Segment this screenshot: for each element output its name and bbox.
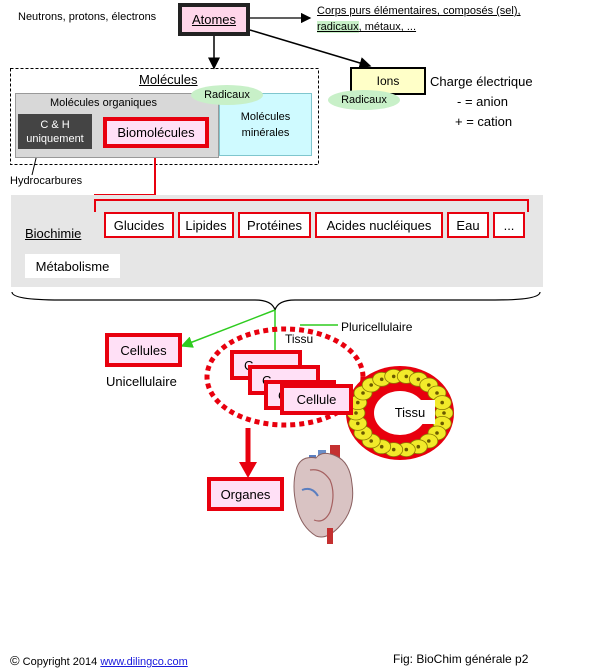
ring-cell-nucleus (356, 400, 360, 405)
cation-label: + = cation (455, 114, 513, 129)
ring-cell-nucleus (427, 383, 431, 387)
corps-purs-line1: Corps purs élémentaires, composés (sel), (317, 5, 521, 17)
neutrons-text: Neutrons, protons, électrons (18, 11, 157, 23)
arrow-atomes-ions (249, 29, 372, 69)
arrow-organes-head (239, 462, 257, 478)
ring-cell-nucleus (404, 374, 409, 379)
biochimie-item-acides-nucleiques: Acides nucléiques (315, 212, 443, 238)
charge-electrique: Charge électrique (430, 74, 533, 89)
eau-label: Eau (456, 217, 480, 233)
curly-brace (11, 291, 541, 313)
pluricellulaire-label: Pluricellulaire (341, 320, 413, 334)
ring-cells (346, 368, 454, 458)
green-arrow-cellules (180, 309, 276, 348)
ring-cell-nucleus (440, 421, 445, 426)
ring-cell-nucleus (391, 447, 396, 452)
ring-cell-nucleus (379, 444, 384, 449)
ring-cell-nucleus (435, 431, 439, 435)
radicaux-highlight: radicaux (317, 21, 359, 33)
ring-cell-nucleus (442, 411, 446, 415)
hydrocarbures-label: Hydrocarbures (10, 175, 83, 187)
radicaux-oval-molecules: Radicaux (191, 85, 263, 105)
ring-cell-nucleus (435, 391, 439, 395)
biochimie-label: Biochimie (25, 226, 82, 241)
site-link[interactable]: www.dilingco.com (100, 656, 188, 668)
tissu-right-box: Tissu (385, 400, 435, 424)
ring-cell-nucleus (369, 383, 374, 387)
copyright-symbol: © (10, 653, 20, 668)
radicaux-label-molecules: Radicaux (204, 89, 250, 101)
ring-cell-nucleus (416, 444, 421, 449)
figure-caption: Fig: BioChim générale p2 (393, 652, 529, 666)
metabolisme-label: Métabolisme (35, 258, 110, 274)
tissu-top-label: Tissu (285, 332, 314, 346)
biochimie-item-lipides: Lipides (178, 212, 234, 238)
corps-line1-text: Corps purs élémentaires, composés (sel), (317, 5, 521, 17)
ch-uniquement-box: C & H uniquement (18, 114, 92, 149)
ring-cell-nucleus (361, 391, 365, 395)
biomolecules-box: Biomolécules (103, 117, 209, 148)
ring-cell-nucleus (369, 439, 374, 443)
ring-cell-nucleus (427, 439, 431, 443)
heart-illustration (293, 445, 354, 544)
cellules-box: Cellules (105, 333, 182, 367)
organes-label: Organes (220, 486, 271, 502)
cellule-box: Cellule (280, 384, 353, 415)
molecules-title: Molécules (139, 72, 198, 87)
metabolisme-box: Métabolisme (25, 254, 120, 278)
ions-label: Ions (376, 74, 400, 88)
ring-cell-nucleus (356, 421, 360, 426)
ch-line2: uniquement (26, 132, 84, 145)
ring-cell-nucleus (361, 431, 365, 435)
ring-cell-nucleus (440, 400, 445, 405)
biochimie-bracket (94, 199, 529, 212)
more-label: ... (503, 217, 515, 233)
ring-cell-nucleus (404, 447, 409, 452)
atomes-box: Atomes (178, 3, 250, 36)
corps-purs-line2: radicaux, métaux, ... (317, 21, 416, 33)
organes-box: Organes (207, 477, 284, 511)
ring-cell-nucleus (416, 377, 421, 382)
biochimie-item-more: ... (493, 212, 525, 238)
atomes-label: Atomes (191, 12, 237, 27)
unicellulaire-label: Unicellulaire (106, 374, 177, 389)
anion-label: - = anion (457, 94, 508, 109)
lipides-label: Lipides (185, 217, 227, 233)
molecules-organiques-label: Molécules organiques (50, 97, 158, 109)
biochimie-item-eau: Eau (447, 212, 489, 238)
proteines-label: Protéines (247, 217, 302, 233)
copyright-text: Copyright 2014 (22, 656, 98, 668)
radicaux-label-ions: Radicaux (341, 94, 387, 106)
biochimie-item-proteines: Protéines (238, 212, 311, 238)
biomolecules-label: Biomolécules (117, 125, 195, 140)
molecules-frame (10, 68, 319, 165)
ring-cell-nucleus (379, 377, 384, 382)
ch-line1: C & H (40, 118, 70, 131)
glucides-label: Glucides (113, 217, 165, 233)
corps-line2-text: , métaux, ... (358, 21, 417, 33)
radicaux-oval-ions: Radicaux (328, 90, 400, 110)
ring-cell-nucleus (391, 374, 396, 379)
tissu-right-label: Tissu (394, 404, 426, 420)
tissue-ellipse (204, 326, 366, 428)
biochimie-item-glucides: Glucides (104, 212, 174, 238)
minerales-line2: minérales (241, 126, 290, 139)
minerales-line1: Molécules (240, 110, 291, 123)
cellule-label: Cellule (296, 392, 337, 407)
footer-copyright: © Copyright 2014 www.dilingco.com (10, 653, 188, 668)
acides-nucleiques-label: Acides nucléiques (326, 217, 432, 233)
ring-cell-nucleus (354, 411, 358, 415)
cellules-label: Cellules (120, 342, 167, 358)
